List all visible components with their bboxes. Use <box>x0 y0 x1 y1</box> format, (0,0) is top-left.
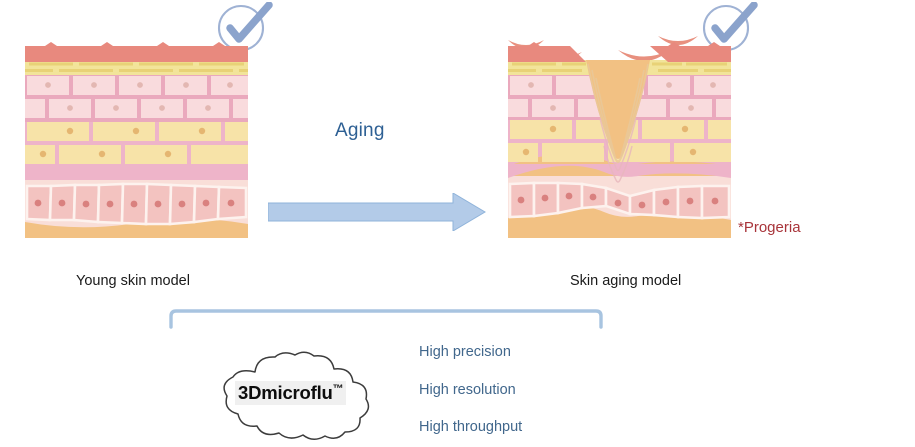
bracket-connector <box>168 308 604 335</box>
aging-skin-diagram <box>508 42 731 238</box>
progeria-footnote: *Progeria <box>738 219 801 236</box>
caption-young-skin-model: Young skin model <box>76 273 190 289</box>
platform-name-label: 3Dmicroflu™ <box>235 381 347 405</box>
right-arrow-icon <box>267 192 486 236</box>
stratum-corneum-young <box>25 42 248 62</box>
caption-skin-aging-model: Skin aging model <box>570 273 682 289</box>
feature-high-resolution: High resolution <box>419 382 516 398</box>
aging-label: Aging <box>335 120 385 141</box>
stratum-corneum-aging <box>508 42 731 62</box>
feature-high-precision: High precision <box>419 344 511 360</box>
platform-name-text: 3Dmicroflu <box>238 382 333 403</box>
feature-high-throughput: High throughput <box>419 419 523 435</box>
trademark-symbol: ™ <box>332 382 344 395</box>
young-skin-diagram <box>25 42 248 238</box>
